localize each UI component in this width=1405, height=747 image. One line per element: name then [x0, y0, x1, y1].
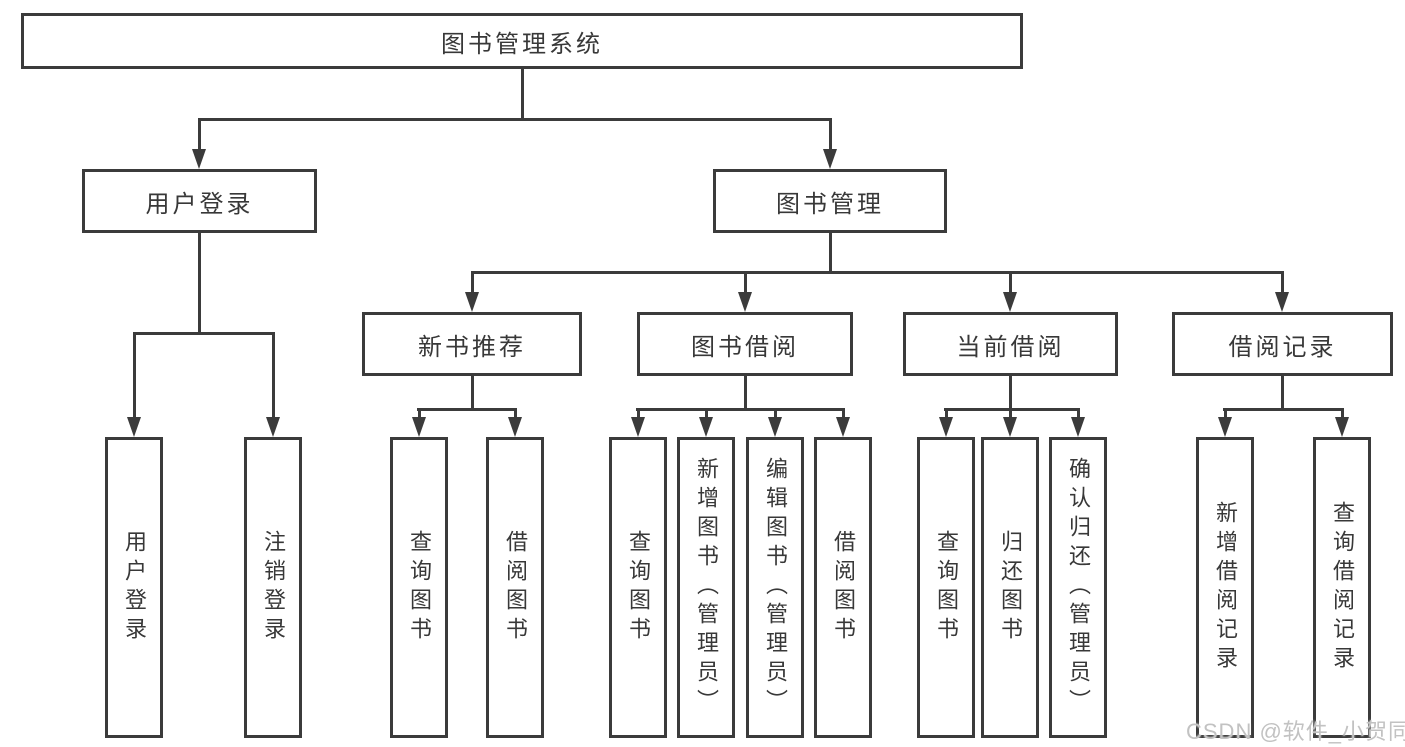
node-book-borrow-label: 图书借阅 — [691, 333, 799, 361]
leaf-label: 借阅图书 — [503, 529, 528, 646]
connector-line — [471, 376, 474, 411]
node-new-book-recommend-label: 新书推荐 — [418, 333, 526, 361]
arrow-down-icon — [699, 417, 713, 437]
leaf-label: 归还图书 — [998, 529, 1023, 646]
leaf-label: 编辑图书（管理员） — [763, 457, 788, 718]
arrow-down-icon — [127, 417, 141, 437]
arrow-down-icon — [266, 417, 280, 437]
connector-line — [1009, 376, 1012, 411]
connector-line — [1223, 408, 1344, 411]
node-new-book-recommend: 新书推荐 — [362, 312, 582, 376]
connector-line — [829, 233, 832, 274]
connector-line — [945, 408, 948, 420]
node-book-management: 图书管理 — [713, 169, 947, 233]
connector-line — [1224, 408, 1227, 420]
arrow-down-icon — [1003, 417, 1017, 437]
arrow-down-icon — [412, 417, 426, 437]
leaf-label: 查询图书 — [407, 529, 432, 646]
connector-line — [418, 408, 421, 420]
connector-line — [198, 118, 832, 121]
connector-line — [705, 408, 708, 420]
arrow-down-icon — [768, 417, 782, 437]
connector-line — [829, 118, 832, 152]
node-borrow-books-recommend: 借阅图书 — [486, 437, 544, 738]
node-add-book-admin: 新增图书（管理员） — [677, 437, 735, 738]
arrow-down-icon — [631, 417, 645, 437]
connector-line — [1009, 408, 1012, 420]
node-current-borrow-label: 当前借阅 — [956, 333, 1065, 361]
connector-line — [198, 233, 201, 335]
connector-line — [521, 69, 524, 120]
node-confirm-return-admin: 确认归还（管理员） — [1049, 437, 1107, 738]
node-book-management-label: 图书管理 — [776, 190, 884, 218]
node-user-login-action: 用户登录 — [105, 437, 163, 738]
arrow-down-icon — [465, 292, 479, 312]
leaf-label: 用户登录 — [122, 529, 147, 646]
arrow-down-icon — [1071, 417, 1085, 437]
arrow-down-icon — [192, 149, 206, 169]
arrow-down-icon — [1218, 417, 1232, 437]
connector-line — [1281, 271, 1284, 295]
connector-line — [514, 408, 517, 420]
connector-line — [198, 118, 201, 152]
node-query-books-recommend: 查询图书 — [390, 437, 448, 738]
node-borrow-records-label: 借阅记录 — [1228, 333, 1337, 361]
node-user-login-label: 用户登录 — [145, 190, 254, 218]
node-root: 图书管理系统 — [21, 13, 1023, 69]
leaf-label: 查询借阅记录 — [1330, 500, 1355, 675]
arrow-down-icon — [836, 417, 850, 437]
connector-line — [636, 408, 845, 411]
connector-line — [471, 271, 1284, 274]
connector-line — [637, 408, 640, 420]
node-logout-action: 注销登录 — [244, 437, 302, 738]
arrow-down-icon — [1335, 417, 1349, 437]
arrow-down-icon — [823, 149, 837, 169]
leaf-label: 查询图书 — [626, 529, 651, 646]
node-borrow-records: 借阅记录 — [1172, 312, 1393, 376]
node-current-borrow: 当前借阅 — [903, 312, 1118, 376]
connector-line — [944, 408, 1080, 411]
node-query-books-borrow: 查询图书 — [609, 437, 667, 738]
leaf-label: 借阅图书 — [831, 529, 856, 646]
connector-line — [471, 271, 474, 295]
connector-line — [1077, 408, 1080, 420]
leaf-label: 确认归还（管理员） — [1066, 457, 1091, 718]
node-query-borrow-record: 查询借阅记录 — [1313, 437, 1371, 738]
arrow-down-icon — [1003, 292, 1017, 312]
connector-line — [133, 332, 275, 335]
arrow-down-icon — [939, 417, 953, 437]
node-book-borrow: 图书借阅 — [637, 312, 853, 376]
connector-line — [272, 332, 275, 420]
connector-line — [133, 332, 136, 420]
connector-line — [842, 408, 845, 420]
leaf-label: 新增借阅记录 — [1213, 500, 1238, 675]
connector-line — [774, 408, 777, 420]
node-query-books-current: 查询图书 — [917, 437, 975, 738]
watermark: CSDN @软件_小贺同学 — [1186, 719, 1405, 744]
connector-line — [1009, 271, 1012, 295]
node-edit-book-admin: 编辑图书（管理员） — [746, 437, 804, 738]
leaf-label: 注销登录 — [261, 529, 286, 646]
node-borrow-books-borrow: 借阅图书 — [814, 437, 872, 738]
node-root-label: 图书管理系统 — [441, 30, 603, 58]
node-return-books: 归还图书 — [981, 437, 1039, 738]
connector-line — [744, 376, 747, 411]
arrow-down-icon — [508, 417, 522, 437]
node-add-borrow-record: 新增借阅记录 — [1196, 437, 1254, 738]
arrow-down-icon — [1275, 292, 1289, 312]
arrow-down-icon — [738, 292, 752, 312]
connector-line — [1341, 408, 1344, 420]
leaf-label: 查询图书 — [934, 529, 959, 646]
connector-line — [1281, 376, 1284, 411]
connector-line — [744, 271, 747, 295]
node-user-login: 用户登录 — [82, 169, 317, 233]
connector-line — [417, 408, 517, 411]
leaf-label: 新增图书（管理员） — [694, 457, 719, 718]
